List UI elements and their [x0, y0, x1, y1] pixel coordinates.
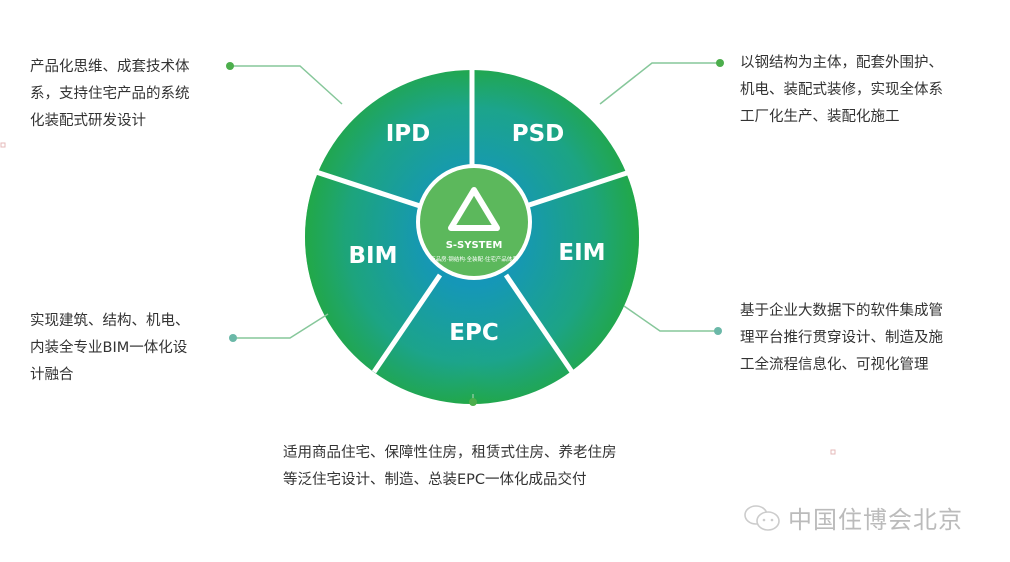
desc-line: 实现建筑、结构、机电、: [30, 313, 190, 329]
watermark: 中国住博会北京: [742, 500, 963, 535]
callout-lines: [230, 62, 720, 402]
desc-line: 产品化思维、成套技术体: [30, 59, 190, 75]
desc-line: 工全流程信息化、可视化管理: [740, 357, 929, 373]
desc-line: 内装全专业BIM一体化设: [30, 340, 188, 356]
ipd-description: 产品化思维、成套技术体 系，支持住宅产品的系统 化装配式研发设计: [30, 54, 190, 135]
segment-psd[interactable]: PSD: [512, 121, 565, 147]
desc-line: 理平台推行贯穿设计、制造及施: [740, 330, 943, 346]
triangle-inner: [462, 204, 486, 222]
segment-eim[interactable]: EIM: [558, 240, 605, 266]
segment-epc[interactable]: EPC: [449, 320, 498, 346]
corner-mark: [0, 142, 6, 148]
desc-line: 系，支持住宅产品的系统: [30, 86, 190, 102]
desc-line: 适用商品住宅、保障性住房，租赁式住房、养老住房: [283, 445, 617, 461]
bim-description: 实现建筑、结构、机电、 内装全专业BIM一体化设 计融合: [30, 308, 190, 389]
eim-description: 基于企业大数据下的软件集成管 理平台推行贯穿设计、制造及施 工全流程信息化、可视…: [740, 298, 943, 379]
corner-mark: [830, 449, 836, 455]
desc-line: 以钢结构为主体，配套外围护、: [740, 55, 943, 71]
wechat-icon: [744, 504, 780, 531]
center-subtitle: 商品房·钢结构·全装配·住宅产品体系: [430, 255, 518, 263]
callout-dots: [226, 59, 724, 406]
segment-dividers: [309, 68, 637, 374]
desc-line: 等泛住宅设计、制造、总装EPC一体化成品交付: [283, 472, 587, 488]
desc-line: 基于企业大数据下的软件集成管: [740, 303, 943, 319]
epc-description: 适用商品住宅、保障性住房，租赁式住房、养老住房 等泛住宅设计、制造、总装EPC一…: [283, 440, 617, 494]
desc-line: 计融合: [30, 367, 74, 383]
desc-line: 化装配式研发设计: [30, 113, 146, 129]
psd-description: 以钢结构为主体，配套外围护、 机电、装配式装修，实现全体系 工厂化生产、装配化施…: [740, 50, 943, 131]
segment-ipd[interactable]: IPD: [386, 121, 431, 147]
triangle-logo-icon: [448, 187, 500, 231]
watermark-text: 中国住博会北京: [788, 506, 963, 534]
desc-line: 机电、装配式装修，实现全体系: [740, 82, 943, 98]
center-title: S-SYSTEM: [446, 240, 503, 251]
desc-line: 工厂化生产、装配化施工: [740, 109, 900, 125]
segment-bim[interactable]: BIM: [349, 243, 398, 269]
